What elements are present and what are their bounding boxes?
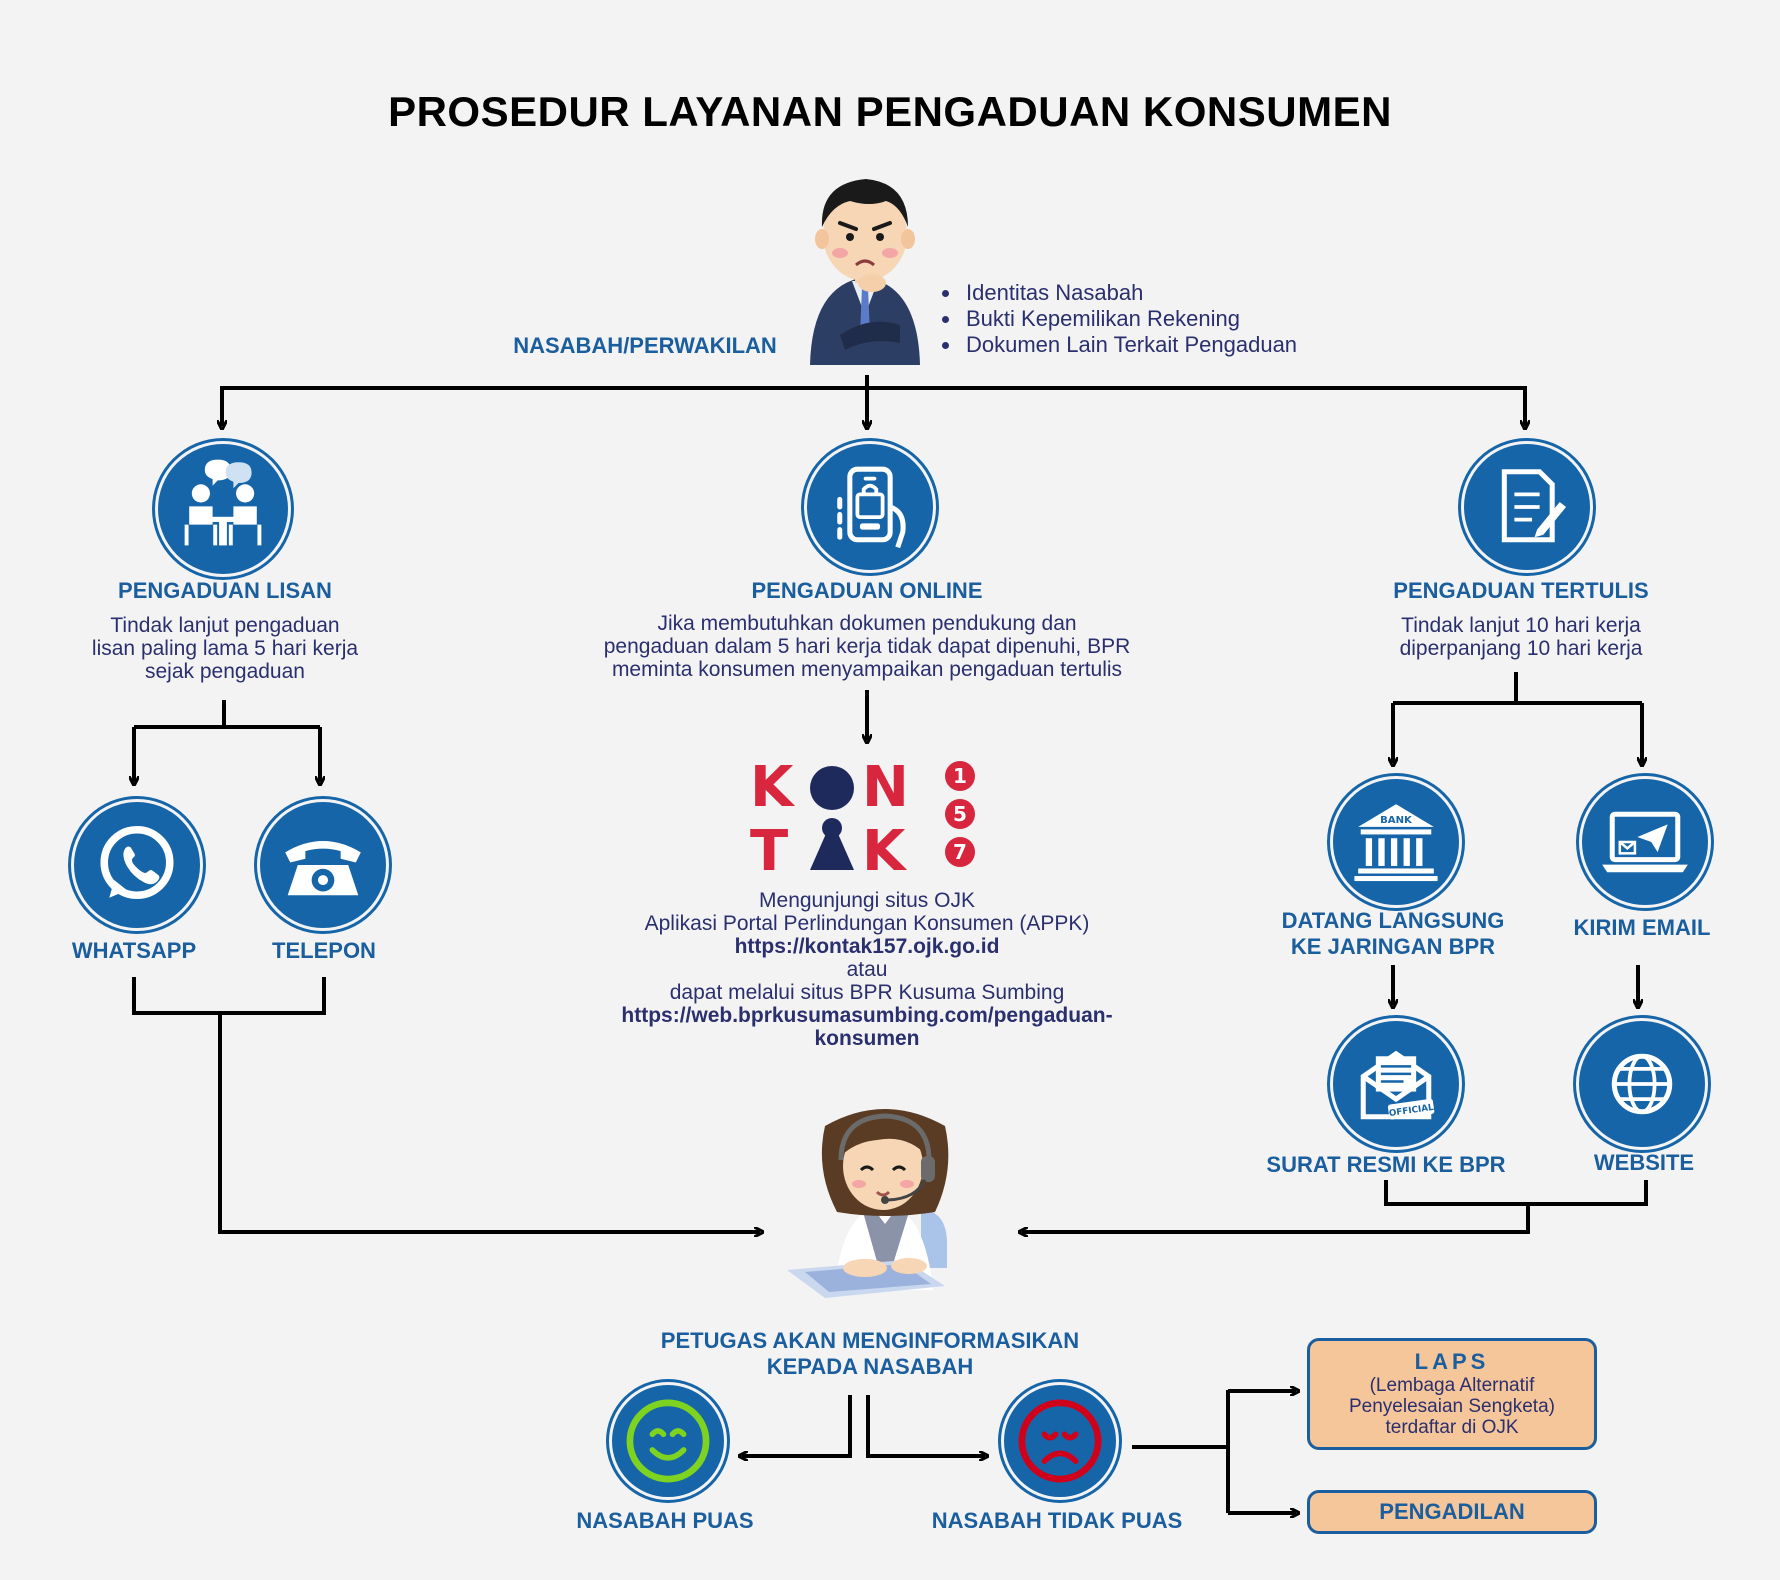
kontak-letter: T [750, 819, 788, 878]
online-description: Jika membutuhkan dokumen pendukung dan p… [603, 612, 1131, 681]
website-label: WEBSITE [1593, 1150, 1695, 1175]
lisan-merge-line [132, 977, 760, 1232]
laps-title: LAPS [1414, 1349, 1490, 1374]
tertulis-merge-line [1022, 1180, 1648, 1232]
online-label: PENGADUAN ONLINE [751, 578, 983, 603]
mobile-shopping-icon [804, 441, 936, 573]
globe-icon [1576, 1018, 1708, 1150]
customer-label: NASABAH/PERWAKILAN [513, 333, 777, 358]
official-letter-icon: OFFICIAL [1330, 1018, 1462, 1150]
lisan-label: PENGADUAN LISAN [118, 578, 332, 603]
letter-label: SURAT RESMI KE BPR [1266, 1152, 1506, 1177]
lisan-split-line [134, 700, 320, 729]
laps-description: (Lembaga Alternatif Penyelesaian Sengket… [1349, 1375, 1555, 1438]
kontak-letter: K [862, 819, 908, 878]
telephone-icon [257, 799, 389, 931]
tertulis-description: Tindak lanjut 10 hari kerja diperpanjang… [1399, 614, 1643, 660]
happy-face-icon [609, 1382, 727, 1500]
arrow-to-puas [742, 1395, 852, 1456]
lisan-description: Tindak lanjut pengaduan lisan paling lam… [91, 614, 359, 683]
kontak157-logo: K N T K 1 5 7 [750, 758, 975, 878]
kontak-letter: N [862, 758, 909, 820]
requirement-item: Dokumen Lain Terkait Pengaduan [962, 332, 1297, 358]
bank-visit-label: DATANG LANGSUNG KE JARINGAN BPR [1281, 908, 1505, 959]
angry-customer-illustration [810, 179, 920, 365]
customer-requirements-list: Identitas Nasabah Bukti Kepemilikan Reke… [940, 280, 1297, 358]
telepon-label: TELEPON [272, 938, 376, 963]
tertulis-split-line [1393, 672, 1642, 705]
bank-icon: BANK [1330, 776, 1462, 908]
tertulis-label: PENGADUAN TERTULIS [1393, 578, 1649, 603]
laps-box: LAPS (Lembaga Alternatif Penyelesaian Se… [1307, 1338, 1597, 1450]
puas-label: NASABAH PUAS [576, 1508, 754, 1533]
email-label: KIRIM EMAIL [1573, 915, 1711, 940]
ojk-url-link[interactable]: https://kontak157.ojk.go.id [734, 935, 1000, 958]
kontak-digit: 7 [953, 840, 967, 864]
customer-service-officer-illustration [787, 1109, 949, 1298]
kontak-a-shape [810, 820, 854, 870]
meeting-icon [155, 441, 291, 577]
tidak-puas-branch [1132, 1390, 1230, 1513]
kontak-digit: 5 [953, 802, 967, 826]
page-title: PROSEDUR LAYANAN PENGADUAN KONSUMEN [388, 88, 1392, 135]
kontak-letter: K [750, 758, 796, 820]
document-edit-icon [1461, 441, 1593, 573]
requirement-item: Identitas Nasabah [962, 280, 1297, 306]
pengadilan-box: PENGADILAN [1307, 1490, 1597, 1534]
whatsapp-icon [71, 799, 203, 931]
bank-icon-text: BANK [1380, 815, 1413, 826]
email-laptop-icon [1579, 776, 1711, 908]
requirement-item: Bukti Kepemilikan Rekening [962, 306, 1297, 332]
arrow-to-tidak-puas [866, 1395, 985, 1456]
kontak-digit: 1 [953, 764, 967, 788]
officer-label: PETUGAS AKAN MENGINFORMASIKAN KEPADA NAS… [660, 1328, 1080, 1379]
whatsapp-label: WHATSAPP [71, 938, 197, 963]
bpr-url-link[interactable]: https://web.bprkusumasumbing.com/pengadu… [621, 1004, 1113, 1050]
sad-face-icon [1001, 1382, 1119, 1500]
pengadilan-label: PENGADILAN [1379, 1499, 1525, 1524]
kontak-o-circle [810, 766, 854, 810]
tidak-puas-label: NASABAH TIDAK PUAS [931, 1508, 1183, 1533]
online-visit-info: Mengunjungi situs OJK Aplikasi Portal Pe… [560, 889, 1174, 1050]
